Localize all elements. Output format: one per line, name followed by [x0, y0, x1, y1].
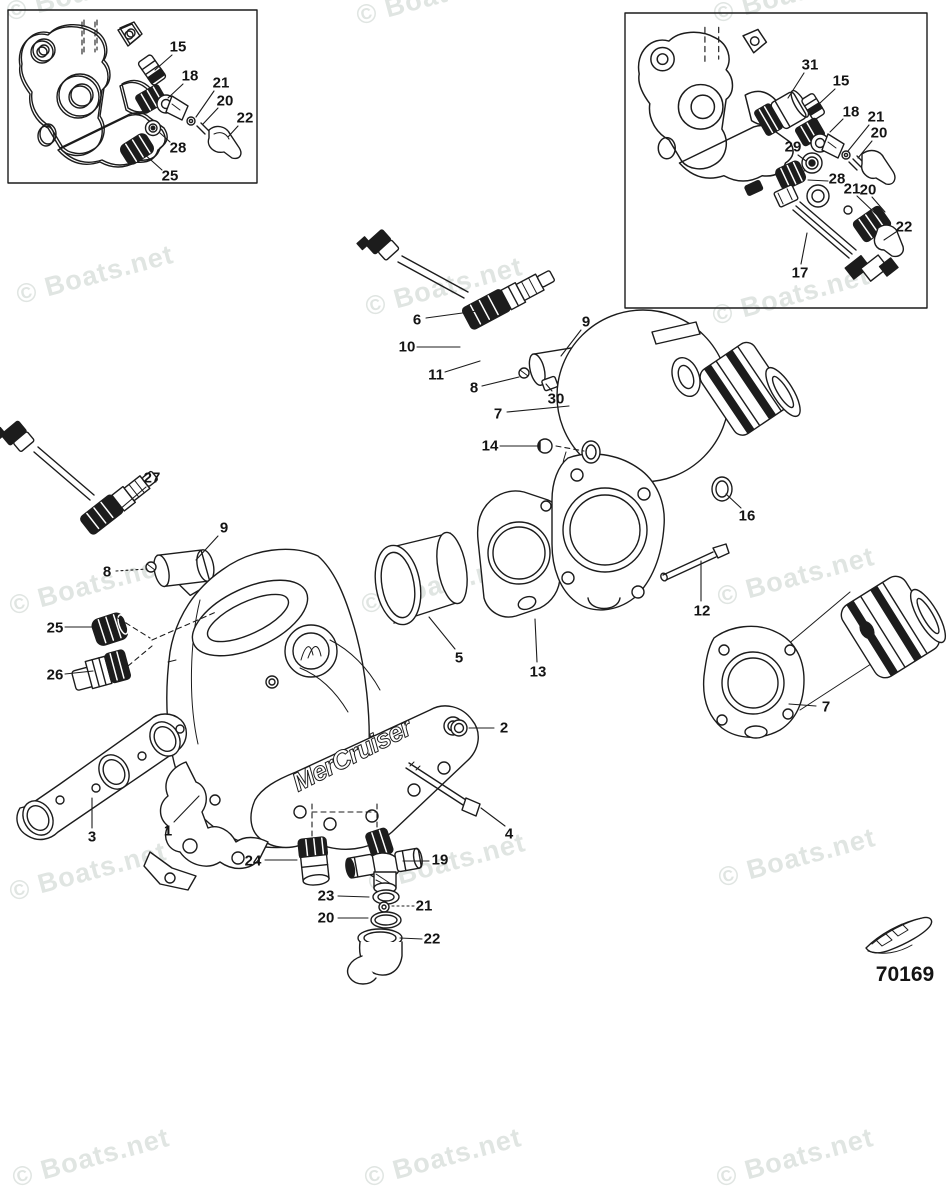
leader-line-27 — [118, 486, 147, 511]
leader-line-9 — [195, 535, 219, 561]
leader-line-13 — [534, 618, 538, 663]
sensor-cable-17 — [744, 179, 899, 282]
leader-line-18 — [167, 83, 184, 99]
nut-28-left-inset — [144, 119, 162, 137]
leader-line-15 — [819, 88, 836, 104]
exhaust-manifold-body: MerCruiser — [143, 548, 479, 891]
sensor-assembly-6 — [356, 229, 555, 330]
screw-8-top — [518, 367, 530, 379]
callout-leader-lines — [64, 54, 897, 940]
leader-line-22 — [227, 125, 239, 138]
leader-line-28 — [159, 132, 171, 143]
ball-21 — [378, 901, 390, 913]
leader-line-26 — [64, 670, 94, 675]
leader-line-17 — [800, 232, 808, 265]
leader-line-16 — [725, 493, 742, 509]
manifold-gasket-3 — [16, 713, 187, 841]
boat-icon — [865, 916, 933, 954]
leader-line-6 — [425, 310, 478, 319]
oring-20 — [370, 911, 402, 929]
leader-line-28 — [807, 179, 829, 182]
leader-line-9 — [560, 329, 582, 357]
washer-21-left-inset — [186, 116, 196, 126]
elbow-22-right-inset-lower — [873, 224, 904, 258]
leader-line-7 — [788, 703, 817, 707]
leader-line-22 — [399, 937, 423, 940]
leader-line-22 — [883, 231, 897, 241]
assembly-dashed-lines — [117, 445, 585, 843]
plug-14 — [537, 438, 553, 454]
sensor-29 — [797, 152, 823, 177]
bolt-4 — [405, 761, 481, 817]
sleeve-cylinder-5 — [374, 531, 468, 626]
diagram-part-number: 70169 — [875, 963, 935, 986]
leader-line-21 — [847, 124, 870, 152]
leader-line-8 — [115, 568, 148, 572]
leader-line-18 — [829, 118, 844, 133]
elbow-22-right-inset-upper — [861, 149, 896, 185]
leader-line-20 — [871, 196, 886, 213]
rings-20-left-inset — [196, 122, 210, 135]
inset-box-top-left — [7, 9, 258, 184]
leader-line-8 — [481, 376, 520, 387]
fitting-26 — [71, 649, 131, 691]
leader-line-20 — [857, 140, 873, 159]
leader-line-7 — [506, 405, 570, 413]
leader-line-11 — [444, 360, 481, 373]
elbow-22-bottom — [346, 928, 403, 985]
leader-line-4 — [480, 807, 506, 827]
leader-line-21 — [856, 195, 879, 217]
leader-line-31 — [787, 72, 805, 99]
fitting-15-left-inset — [137, 54, 167, 86]
leader-line-29 — [797, 154, 807, 162]
cap-28-right-inset — [775, 160, 807, 190]
plug-24 — [297, 836, 330, 886]
leader-line-25 — [141, 151, 163, 171]
fitting-18-right-inset — [795, 117, 845, 159]
cap-25-left — [91, 612, 129, 646]
bolt-12 — [660, 543, 730, 582]
leader-line-5 — [428, 616, 456, 650]
screw-8-left — [145, 561, 157, 573]
washer-21-right-inset — [841, 150, 851, 160]
leader-line-1 — [173, 795, 200, 823]
exhaust-elbow-lower-7 — [702, 575, 947, 739]
fitting-15-right-inset — [801, 93, 826, 120]
leader-line-23 — [337, 895, 370, 898]
collar-stack-21-20-right-inset — [806, 184, 892, 243]
leader-line-20 — [202, 107, 219, 125]
spacer-30 — [541, 375, 559, 392]
tee-fitting-19 — [345, 827, 423, 894]
plug-2 — [450, 719, 468, 737]
fitting-18-left-inset — [135, 84, 189, 121]
elbow-gasket-13 — [476, 490, 562, 618]
fitting-31 — [754, 89, 810, 136]
inset-box-top-right — [624, 12, 928, 309]
leader-line-30 — [545, 383, 553, 392]
exhaust-elbow-upper-7 — [551, 309, 801, 611]
elbow-22-left-inset — [207, 125, 242, 160]
cap-25-left-inset — [120, 133, 154, 165]
leader-line-21 — [195, 90, 215, 118]
leader-line-15 — [154, 54, 173, 71]
sensor-assembly-27 — [0, 420, 158, 535]
